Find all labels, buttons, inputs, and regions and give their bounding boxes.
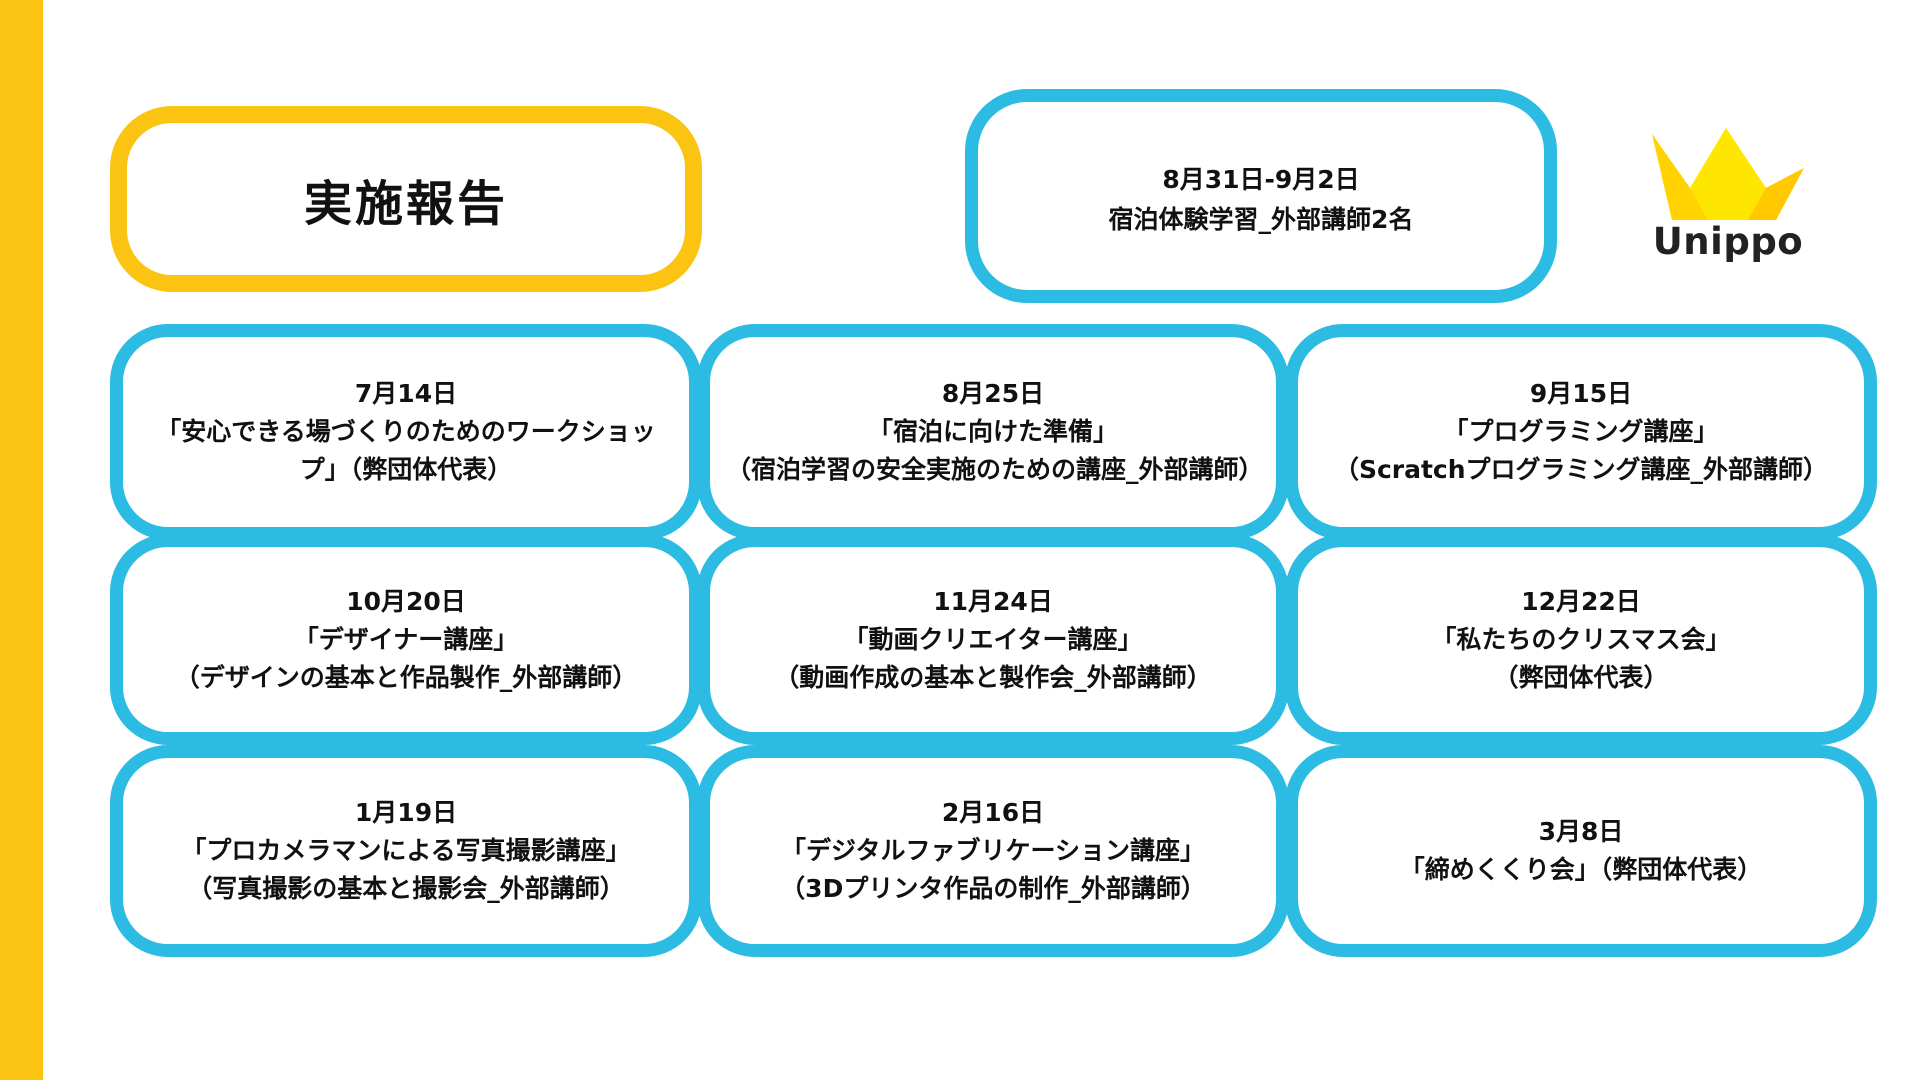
event-description: （デザインの基本と作品製作_外部講師） [174,662,638,692]
event-card: 10月20日「デザイナー講座」 （デザインの基本と作品製作_外部講師） [110,534,702,745]
event-date: 1月19日 [354,798,458,827]
event-card: 9月15日「プログラミング講座」 （Scratchプログラミング講座_外部講師） [1285,324,1877,540]
event-date: 2月16日 [941,798,1045,827]
event-description: 「動画クリエイター講座」 [843,624,1143,654]
event-date: 11月24日 [933,586,1053,616]
event-description: 「プロカメラマンによる写真撮影講座」 [181,836,631,865]
event-description: 「デジタルファブリケーション講座」 [780,836,1205,865]
event-description: 「宿泊に向けた準備」 [867,417,1118,446]
event-description: 「デザイナー講座」 [293,624,519,654]
event-date: 9月15日 [1529,379,1633,408]
event-card: 3月8日「締めくくり会」（弊団体代表） [1285,745,1877,957]
title-box: 実施報告 [110,106,702,292]
header-event-date: 8月31日-9月2日 [1162,165,1360,194]
event-description: （宿泊学習の安全実施のための講座_外部講師） [726,455,1264,484]
event-description: 「私たちのクリスマス会」 [1431,624,1731,654]
event-date: 10月20日 [346,586,466,616]
left-accent-bar [0,0,43,1080]
header-event-box: 8月31日-9月2日 宿泊体験学習_外部講師2名 [965,89,1557,303]
event-card: 1月19日「プロカメラマンによる写真撮影講座」 （写真撮影の基本と撮影会_外部講師… [110,745,702,957]
page-title: 実施報告 [303,176,508,232]
event-description: 「締めくくり会」（弊団体代表） [1399,855,1763,884]
event-card: 2月16日「デジタルファブリケーション講座」 （3Dプリンタ作品の制作_外部講師） [697,745,1289,957]
event-date: 3月8日 [1538,817,1624,846]
event-description: 「安心できる場づくりのためのワークショップ」（弊団体代表） [156,417,656,484]
event-card: 11月24日「動画クリエイター講座」 （動画作成の基本と製作会_外部講師） [697,534,1289,745]
unippo-logo: Unippo [1648,128,1808,263]
event-description: （動画作成の基本と製作会_外部講師） [774,662,1212,692]
event-card: 8月25日「宿泊に向けた準備」 （宿泊学習の安全実施のための講座_外部講師） [697,324,1289,540]
event-description: 「プログラミング講座」 [1443,417,1719,446]
event-description: （弊団体代表） [1493,662,1669,692]
header-event-description: 宿泊体験学習_外部講師2名 [1108,205,1414,234]
event-card: 12月22日「私たちのクリスマス会」 （弊団体代表） [1285,534,1877,745]
crown-icon [1652,128,1804,220]
event-description: （3Dプリンタ作品の制作_外部講師） [780,874,1206,903]
event-description: （Scratchプログラミング講座_外部講師） [1333,455,1829,484]
event-description: （写真撮影の基本と撮影会_外部講師） [187,874,625,903]
event-date: 7月14日 [354,379,458,408]
logo-text: Unippo [1652,220,1804,263]
event-date: 8月25日 [941,379,1045,408]
event-card: 7月14日「安心できる場づくりのためのワークショップ」（弊団体代表） [110,324,702,540]
event-date: 12月22日 [1521,586,1641,616]
